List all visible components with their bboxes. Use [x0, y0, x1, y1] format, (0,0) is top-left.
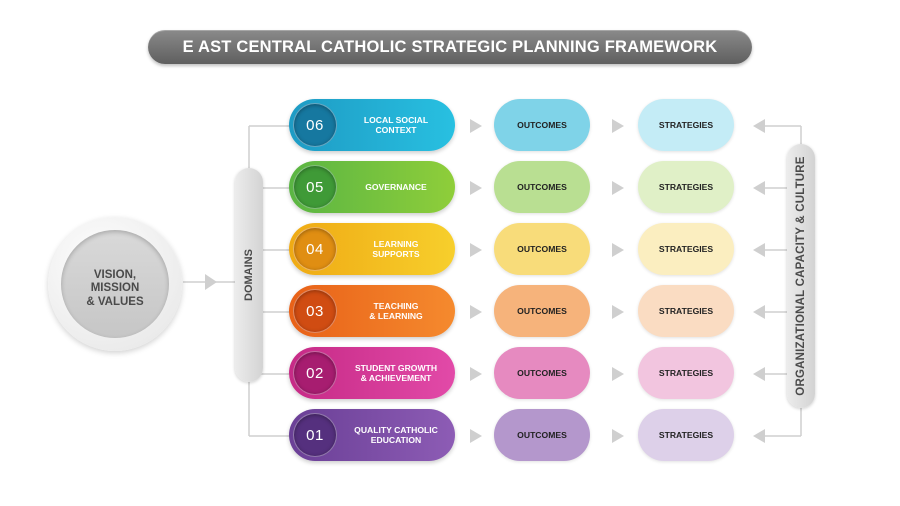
- domain-number: 04: [293, 227, 337, 271]
- domain-label: QUALITY CATHOLIC EDUCATION: [354, 424, 438, 446]
- strategy-pill: STRATEGIES: [638, 285, 734, 337]
- arrow-icon: [612, 243, 624, 257]
- strategy-pill: STRATEGIES: [638, 223, 734, 275]
- arrow-icon: [612, 305, 624, 319]
- outcome-pill: OUTCOMES: [494, 409, 590, 461]
- domain-student-growth: 02 STUDENT GROWTH & ACHIEVEMENT: [289, 347, 455, 399]
- domain-number: 05: [293, 165, 337, 209]
- strategy-pill: STRATEGIES: [638, 99, 734, 151]
- strategy-pill: STRATEGIES: [638, 409, 734, 461]
- page-title: E AST CENTRAL CATHOLIC STRATEGIC PLANNIN…: [148, 30, 752, 64]
- arrow-icon: [753, 119, 765, 133]
- domain-label: STUDENT GROWTH & ACHIEVEMENT: [354, 362, 438, 384]
- outcome-pill: OUTCOMES: [494, 223, 590, 275]
- arrow-icon: [470, 367, 482, 381]
- domain-number: 06: [293, 103, 337, 147]
- arrow-icon: [470, 243, 482, 257]
- arrow-icon: [612, 367, 624, 381]
- arrow-icon: [612, 181, 624, 195]
- vision-arrow-icon: [205, 274, 217, 290]
- outcome-pill: OUTCOMES: [494, 161, 590, 213]
- strategy-pill: STRATEGIES: [638, 161, 734, 213]
- domain-quality-catholic-education: 01 QUALITY CATHOLIC EDUCATION: [289, 409, 455, 461]
- arrow-icon: [470, 181, 482, 195]
- arrow-icon: [470, 305, 482, 319]
- outcome-pill: OUTCOMES: [494, 99, 590, 151]
- arrow-icon: [612, 119, 624, 133]
- domain-label: LEARNING SUPPORTS: [372, 238, 420, 260]
- domain-number: 01: [293, 413, 337, 457]
- domain-local-social-context: 06 LOCAL SOCIAL CONTEXT: [289, 99, 455, 151]
- outcome-pill: OUTCOMES: [494, 285, 590, 337]
- domain-label: TEACHING & LEARNING: [369, 300, 423, 322]
- org-capacity-bar: ORGANIZATIONAL CAPACITY & CULTURE: [787, 144, 815, 408]
- strategy-pill: STRATEGIES: [638, 347, 734, 399]
- arrow-icon: [753, 305, 765, 319]
- domain-number: 03: [293, 289, 337, 333]
- domains-bar: DOMAINS: [235, 168, 263, 382]
- domains-label: DOMAINS: [243, 249, 255, 301]
- arrow-icon: [753, 181, 765, 195]
- domain-learning-supports: 04 LEARNING SUPPORTS: [289, 223, 455, 275]
- arrow-icon: [753, 429, 765, 443]
- domain-number: 02: [293, 351, 337, 395]
- domain-label: GOVERNANCE: [365, 181, 427, 192]
- arrow-icon: [612, 429, 624, 443]
- vision-circle: VISION, MISSION & VALUES: [48, 217, 182, 351]
- vision-label: VISION, MISSION & VALUES: [86, 268, 144, 308]
- outcome-pill: OUTCOMES: [494, 347, 590, 399]
- domain-label: LOCAL SOCIAL CONTEXT: [363, 114, 429, 136]
- arrow-icon: [470, 119, 482, 133]
- arrow-icon: [753, 367, 765, 381]
- domain-teaching-learning: 03 TEACHING & LEARNING: [289, 285, 455, 337]
- arrow-icon: [470, 429, 482, 443]
- org-capacity-label: ORGANIZATIONAL CAPACITY & CULTURE: [795, 156, 807, 396]
- domain-governance: 05 GOVERNANCE: [289, 161, 455, 213]
- arrow-icon: [753, 243, 765, 257]
